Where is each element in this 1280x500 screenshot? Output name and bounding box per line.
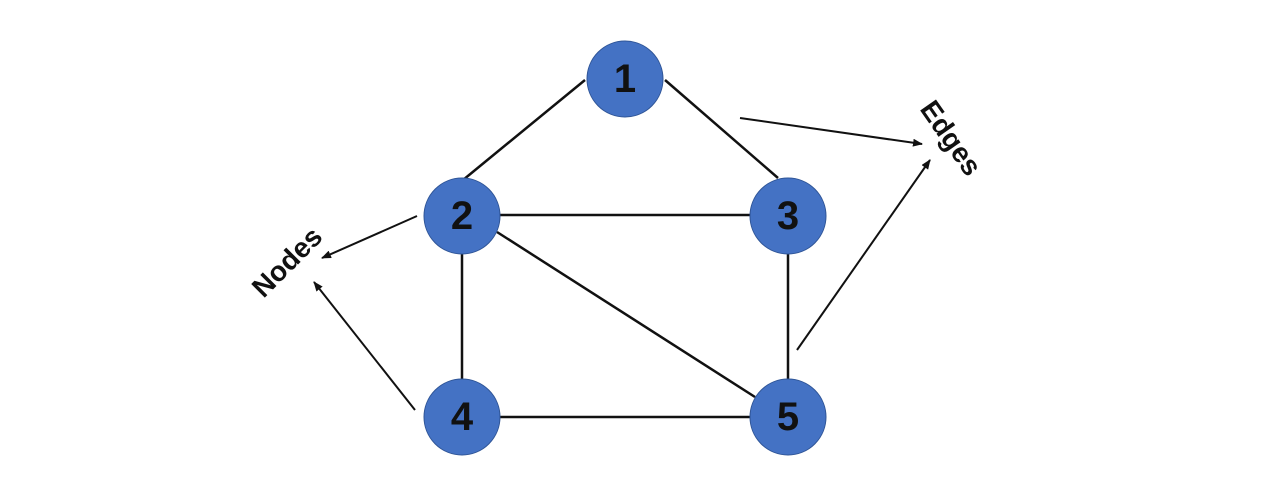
edge-2-5 <box>496 230 756 399</box>
node-5: 5 <box>749 378 827 456</box>
node-3: 3 <box>749 177 827 255</box>
nodes-layer: 1 2 3 4 5 <box>423 40 827 456</box>
nodes-arrow-from-node-2 <box>321 215 418 259</box>
edges-arrow-from-right <box>796 159 931 351</box>
node-4-label: 4 <box>451 395 474 439</box>
node-5-label: 5 <box>777 395 799 439</box>
node-4: 4 <box>423 378 501 456</box>
node-1: 1 <box>586 40 664 118</box>
edges-layer <box>460 79 790 419</box>
nodes-arrow-from-node-4 <box>313 281 416 411</box>
node-2-label: 2 <box>451 194 473 238</box>
node-1-label: 1 <box>614 57 636 101</box>
nodes-callout-label: Nodes <box>246 221 328 303</box>
node-3-label: 3 <box>777 194 799 238</box>
node-2: 2 <box>423 177 501 255</box>
edges-arrow-from-top <box>739 117 923 147</box>
edge-1-2 <box>462 79 586 181</box>
pointer-layer <box>313 117 931 411</box>
edge-1-3 <box>664 79 779 179</box>
